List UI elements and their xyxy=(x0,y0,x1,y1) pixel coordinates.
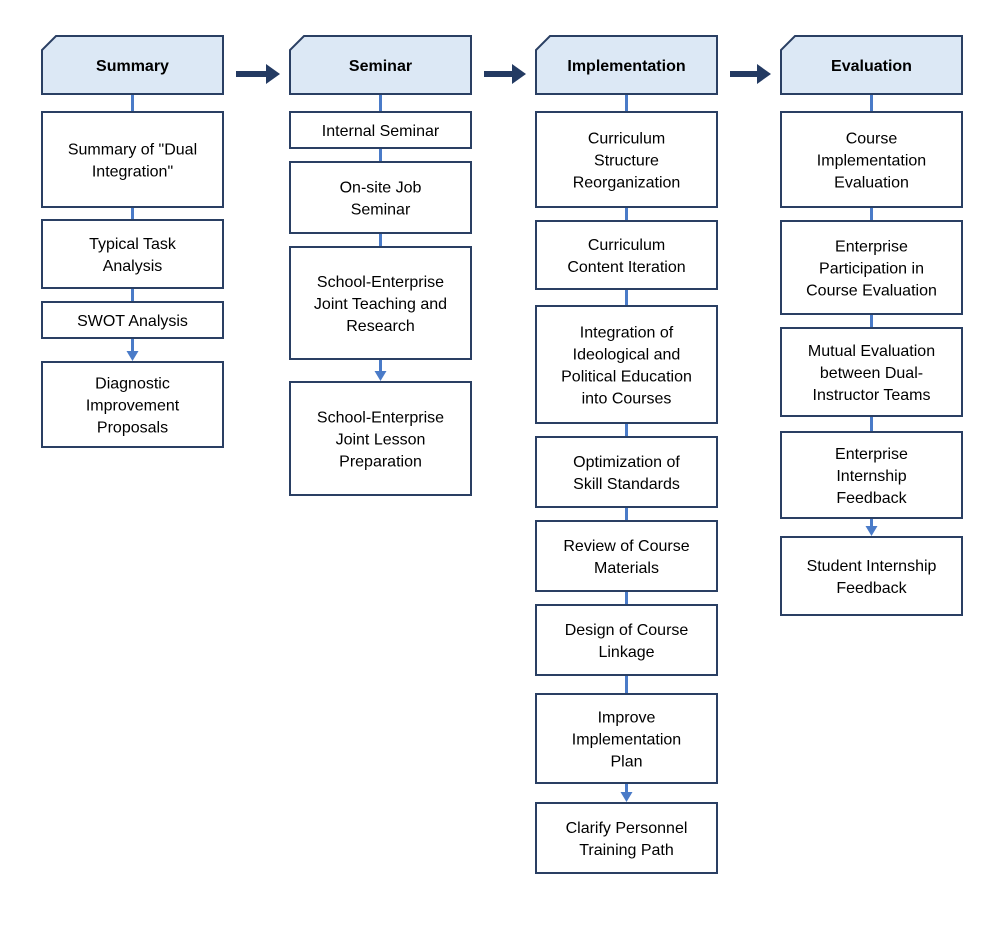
step-box-3-3 xyxy=(535,305,718,424)
step-box-3-5 xyxy=(535,520,718,592)
header-box-3 xyxy=(535,35,718,95)
header-title-4: Evaluation xyxy=(831,58,912,75)
connector-arrowhead-4-4 xyxy=(865,526,878,536)
header-box-2 xyxy=(289,35,472,95)
connector-arrowhead-2-3 xyxy=(374,371,387,381)
connector-arrowhead-3-7 xyxy=(620,792,633,802)
step-box-3-6 xyxy=(535,604,718,676)
flow-arrow-icon xyxy=(484,64,526,84)
step-box-2-3 xyxy=(289,246,472,360)
step-box-1-2 xyxy=(41,219,224,289)
step-box-4-3 xyxy=(780,327,963,417)
step-box-3-1 xyxy=(535,111,718,208)
step-box-3-7 xyxy=(535,693,718,784)
step-box-1-3 xyxy=(41,301,224,339)
step-box-3-2 xyxy=(535,220,718,290)
step-box-3-4 xyxy=(535,436,718,508)
step-label-2-1: Internal Seminar xyxy=(322,123,440,140)
step-box-3-8 xyxy=(535,802,718,874)
step-box-4-4 xyxy=(780,431,963,519)
header-title-2: Seminar xyxy=(349,58,412,75)
step-label-1-3: SWOT Analysis xyxy=(77,313,188,330)
step-box-1-1 xyxy=(41,111,224,208)
flow-arrow-icon xyxy=(730,64,771,84)
step-box-4-2 xyxy=(780,220,963,315)
flow-arrow-icon xyxy=(236,64,280,84)
step-box-1-4 xyxy=(41,361,224,448)
header-box-4 xyxy=(780,35,963,95)
header-title-1: Summary xyxy=(96,58,169,75)
step-box-4-5 xyxy=(780,536,963,616)
step-box-2-1 xyxy=(289,111,472,149)
header-title-3: Implementation xyxy=(567,58,685,75)
step-box-4-1 xyxy=(780,111,963,208)
step-box-2-4 xyxy=(289,381,472,496)
step-box-2-2 xyxy=(289,161,472,234)
connector-arrowhead-1-3 xyxy=(126,351,139,361)
header-box-1 xyxy=(41,35,224,95)
